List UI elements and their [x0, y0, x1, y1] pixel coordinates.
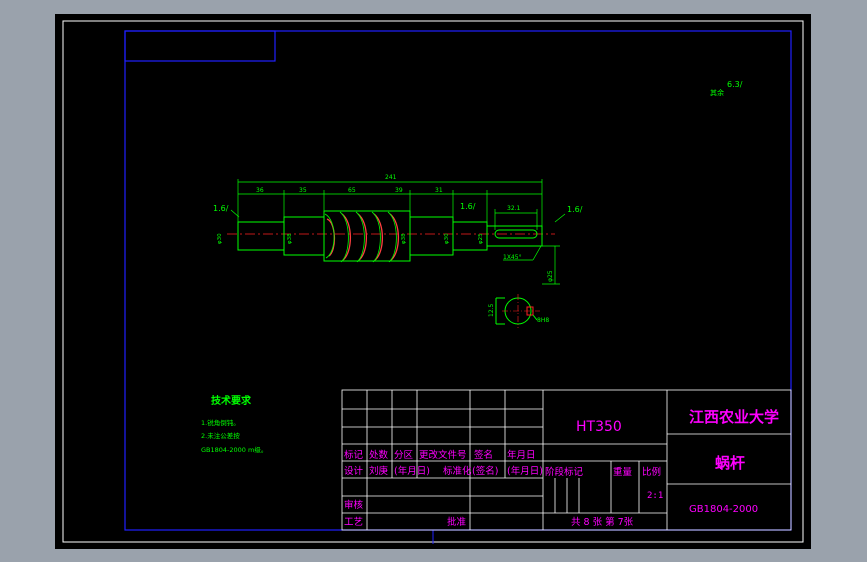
diameter-5: φ25: [478, 233, 484, 244]
worm-thread-outline: [324, 211, 397, 263]
tech-req-title: 技术要求: [211, 394, 252, 407]
segment-dim-3: 65: [348, 187, 356, 194]
segment-dim-1: 36: [256, 187, 264, 194]
keyway-length: 32.1: [507, 205, 521, 212]
standardization-label: 标准化: [443, 465, 472, 477]
roughness-label: 其余: [710, 88, 724, 97]
overall-length: 241: [385, 174, 397, 181]
process-label: 工艺: [344, 517, 363, 528]
end-diameter-dimension: φ25: [542, 245, 560, 285]
cad-viewport[interactable]: 其余 6.3/ 241: [55, 14, 811, 549]
design-date: (年月日): [394, 465, 430, 477]
roughness-right: 1.6/: [567, 205, 583, 214]
design-label: 设计: [344, 465, 364, 477]
tech-req-item-1: 1.锐角倒钝。: [201, 418, 240, 427]
roughness-left: 1.6/: [213, 204, 229, 213]
weight-header: 重量: [613, 466, 633, 478]
section-depth: 12.5: [488, 303, 495, 317]
tech-req-item-3: GB1804-2000 m级。: [201, 445, 267, 454]
rev-header-6: 年月日: [507, 449, 536, 461]
overall-dimension: 241: [237, 174, 543, 226]
segment-dim-4: 39: [395, 187, 403, 194]
segment-dim-2: 35: [299, 187, 307, 194]
roughness-mid: 1.6/: [460, 202, 476, 211]
scale-header: 比例: [642, 466, 661, 478]
part-name: 蜗杆: [715, 454, 745, 472]
segment-dimensions: 36 35 65 39 31: [238, 187, 542, 222]
material: HT350: [576, 419, 622, 435]
shaft-segment-6: [486, 225, 543, 247]
general-roughness: 其余 6.3/: [710, 80, 743, 97]
worm-thread: [326, 213, 400, 261]
diameter-3: φ38: [401, 233, 407, 244]
title-block: [341, 389, 792, 531]
rev-header-2: 处数: [369, 449, 389, 461]
chamfer-text: 1X45°: [503, 254, 522, 261]
title-block-text: HT350 江西农业大学 蜗杆 GB1804-2000 标记 处数 分区 更改文…: [344, 408, 779, 528]
section-width: 8H8: [537, 317, 549, 324]
diameter-2: φ38: [287, 233, 293, 244]
standardization-date: (年月日): [507, 465, 543, 477]
diameter-1: φ30: [217, 233, 223, 244]
sheet-count: 共 8 张 第 7张: [571, 516, 634, 528]
roughness-value: 6.3/: [727, 80, 743, 89]
diameter-labels: φ30 φ38 φ38 φ30 φ25: [217, 233, 484, 244]
rev-header-1: 标记: [344, 449, 364, 461]
technical-requirements: 技术要求 1.锐角倒钝。 2.未注公差按 GB1804-2000 m级。: [201, 394, 267, 454]
keyway: [494, 229, 538, 239]
standard-code: GB1804-2000: [689, 504, 758, 515]
rev-header-3: 分区: [394, 450, 414, 461]
chamfer-callout: 1X45°: [503, 245, 542, 261]
reversed-code-box: [124, 30, 276, 62]
rev-header-5: 签名: [474, 449, 493, 461]
rev-header-4: 更改文件号: [419, 449, 467, 461]
keyway-section: 12.5 8H8: [488, 294, 549, 328]
designer: 刘庚: [369, 465, 389, 477]
standardization-signature: (签名): [472, 465, 498, 477]
stage-mark-header: 阶段标记: [545, 466, 584, 478]
diameter-4: φ30: [444, 233, 450, 244]
keyway-dimension: 32.1: [494, 205, 538, 230]
tech-req-item-2: 2.未注公差按: [201, 431, 240, 440]
roughness-callouts: 1.6/ 1.6/ 1.6/: [213, 202, 583, 223]
worm-shaft: [237, 210, 543, 262]
outer-frame: [62, 20, 804, 543]
approve-label: 批准: [447, 516, 467, 528]
segment-dim-5: 31: [435, 187, 443, 194]
scale-value: 2:1: [647, 491, 663, 501]
school-name: 江西农业大学: [689, 408, 779, 426]
shaft-segment-1: [237, 221, 285, 251]
drawing-canvas: 其余 6.3/ 241: [62, 20, 804, 544]
end-diameter-text: φ25: [547, 270, 554, 282]
review-label: 审核: [344, 499, 364, 511]
